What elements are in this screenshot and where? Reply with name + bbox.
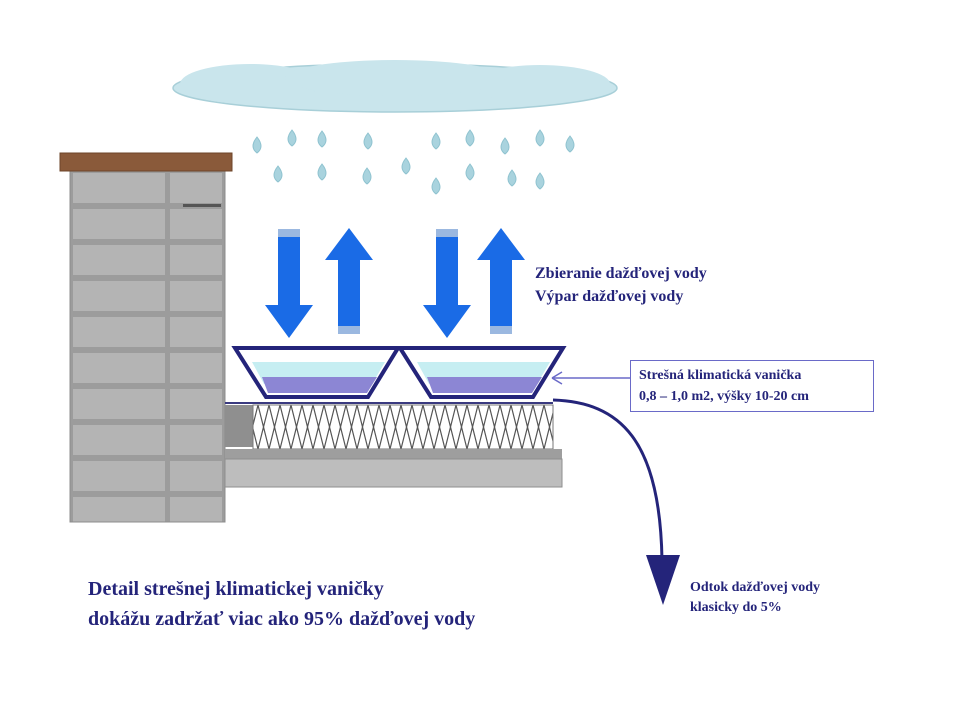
- raindrop: [273, 165, 283, 183]
- raindrop: [317, 163, 327, 181]
- raindrop: [401, 157, 411, 175]
- outflow-title: Odtok dažďovej vody: [690, 580, 821, 595]
- raindrop: [535, 129, 545, 147]
- raindrop: [252, 136, 262, 154]
- raindrop: [507, 169, 517, 187]
- evaporation-arrow-left: [325, 228, 373, 334]
- climate-pan-left: [231, 346, 402, 399]
- brick-wall: [59, 152, 233, 523]
- roof-slab: [224, 402, 563, 488]
- raindrop: [431, 132, 441, 150]
- raindrop: [431, 177, 441, 195]
- raindrops: [252, 129, 575, 195]
- pan-pointer: [551, 371, 630, 385]
- collection-label: Zbieranie dažďovej vody: [535, 265, 707, 282]
- raindrop: [565, 135, 575, 153]
- raindrop: [287, 129, 297, 147]
- evaporation-label: Výpar dažďovej vody: [535, 288, 684, 305]
- caption-line-1: Detail strešnej klimatickej vaničky: [88, 578, 384, 600]
- evaporation-arrow-right: [477, 228, 525, 334]
- climate-pan-right: [396, 346, 567, 399]
- cloud: [172, 60, 618, 113]
- outflow-label: Odtok dažďovej vody klasicky do 5%: [690, 578, 820, 618]
- pan-title: Strešná klimatická vanička: [639, 368, 802, 383]
- pan-spec: 0,8 – 1,0 m2, výšky 10-20 cm: [639, 389, 809, 404]
- raindrop: [363, 132, 373, 150]
- raindrop: [362, 167, 372, 185]
- rain-arrows-label: Zbieranie dažďovej vody Výpar dažďovej v…: [535, 262, 707, 308]
- caption-line-2: dokážu zadržať viac ako 95% dažďovej vod…: [88, 608, 476, 630]
- raindrop: [465, 129, 475, 147]
- raindrop: [317, 130, 327, 148]
- outflow-arrow: [552, 398, 680, 605]
- caption: Detail strešnej klimatickej vaničky doká…: [88, 574, 475, 634]
- collection-arrow-right: [423, 229, 471, 338]
- outflow-share: klasicky do 5%: [690, 600, 782, 615]
- pan-label-box: Strešná klimatická vanička 0,8 – 1,0 m2,…: [630, 360, 874, 412]
- raindrop: [500, 137, 510, 155]
- raindrop: [535, 172, 545, 190]
- collection-arrow-left: [265, 229, 313, 338]
- raindrop: [465, 163, 475, 181]
